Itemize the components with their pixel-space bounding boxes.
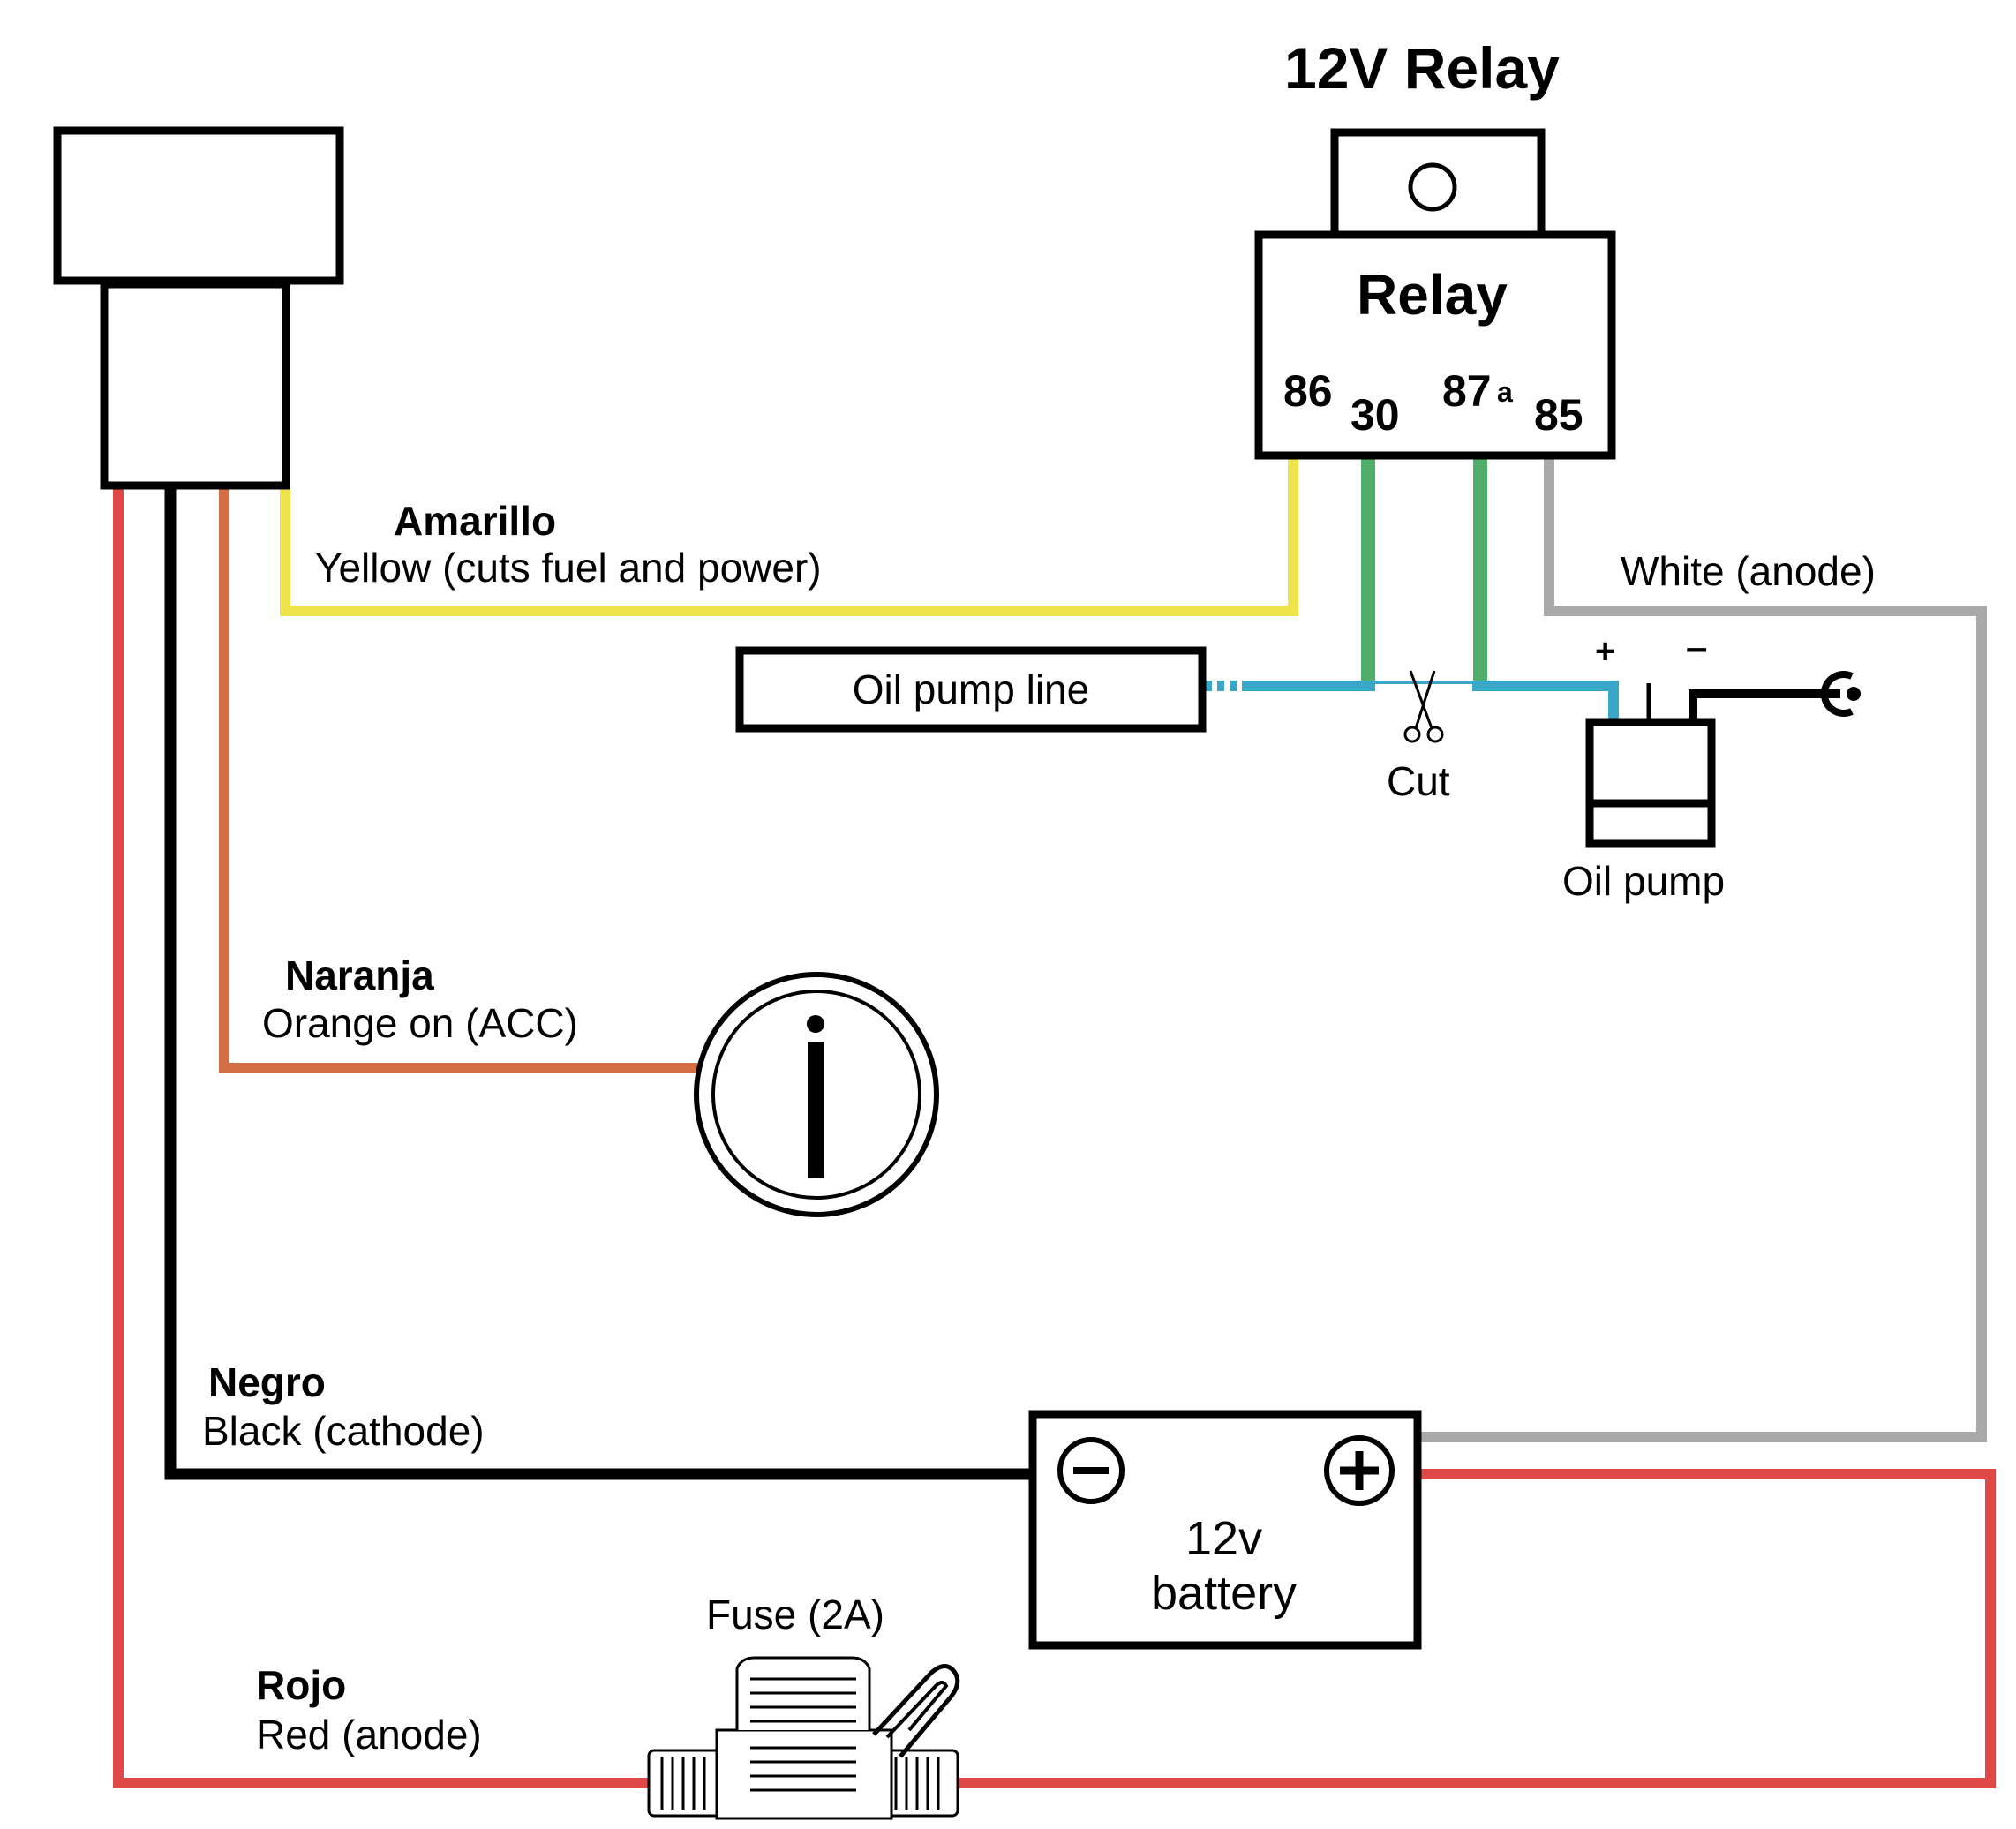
red-wire-label-es: Rojo (256, 1662, 347, 1708)
black-wire-label-es: Negro (208, 1359, 326, 1405)
ignition-key-icon (694, 972, 939, 1217)
oil-pump-icon (1585, 683, 1716, 848)
white-wire-label: White (anode) (1621, 548, 1876, 594)
scissors-icon (1403, 670, 1444, 743)
tracker-device-icon (53, 126, 344, 490)
yellow-wire-label-en: Yellow (cuts fuel and power) (315, 545, 822, 591)
fuse-label: Fuse (2A) (706, 1592, 884, 1637)
oil-pump-plus: + (1595, 632, 1616, 671)
battery-icon (1028, 1410, 1422, 1650)
oil-line-right (1472, 681, 1619, 722)
orange-wire-label-es: Naranja (285, 952, 434, 998)
relay-name: Relay (1357, 263, 1508, 327)
relay-pin-87-sub: a (1497, 376, 1513, 408)
ground-icon (1820, 671, 1861, 717)
red-wire (113, 487, 649, 1788)
orange-wire (219, 487, 700, 1073)
white-wire (1421, 457, 1987, 1442)
relay-pin-85: 85 (1534, 390, 1583, 440)
battery-label-line1: 12v (1185, 1512, 1263, 1565)
relay-pin-87: 87 (1442, 366, 1492, 416)
red-wire-battery (958, 1469, 1996, 1788)
relay-pin-30: 30 (1350, 390, 1400, 440)
relay-icon (1254, 128, 1616, 460)
oil-pump-minus: – (1686, 626, 1708, 669)
fuse-icon (647, 1656, 960, 1820)
relay-title: 12V Relay (1284, 35, 1560, 101)
battery-label-line2: battery (1151, 1567, 1298, 1620)
orange-wire-label-en: Orange on (ACC) (262, 1000, 578, 1046)
cut-label: Cut (1387, 758, 1450, 804)
yellow-wire (280, 457, 1298, 616)
black-wire-label-en: Black (cathode) (202, 1408, 485, 1454)
black-wire (164, 487, 1034, 1480)
oil-pump-line-box (735, 646, 1207, 733)
oil-pump-label: Oil pump (1562, 858, 1726, 904)
pump-ground-wire (1689, 689, 1840, 722)
relay-pin-86: 86 (1283, 366, 1333, 416)
red-wire-label-en: Red (anode) (256, 1712, 482, 1757)
oil-pump-line-label: Oil pump line (852, 666, 1090, 712)
yellow-wire-label-es: Amarillo (394, 498, 557, 544)
